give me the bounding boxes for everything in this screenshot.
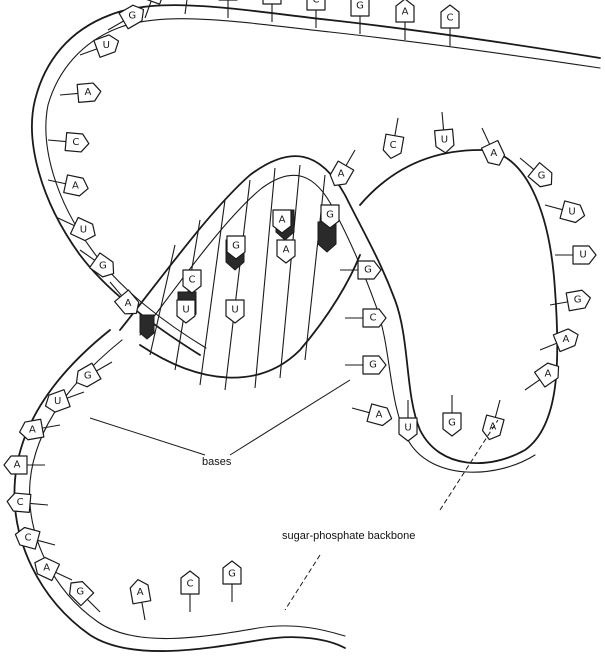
svg-text:U: U xyxy=(103,40,110,51)
svg-text:C: C xyxy=(24,532,31,543)
base-right-loop-2: U xyxy=(433,111,455,153)
svg-text:G: G xyxy=(369,360,377,371)
base-top-strand-1: U xyxy=(176,0,200,15)
svg-text:U: U xyxy=(54,396,61,407)
base-helix-right-0: G xyxy=(340,261,381,279)
svg-text:G: G xyxy=(84,371,92,382)
svg-text:A: A xyxy=(283,245,290,256)
svg-text:G: G xyxy=(326,210,334,221)
svg-text:U: U xyxy=(182,305,189,316)
base-lower-loop-2: A xyxy=(18,416,62,441)
base-right-loop-3: A xyxy=(474,124,508,169)
helix-right-bases: G C G A U G A xyxy=(340,261,509,442)
svg-text:A: A xyxy=(72,180,79,191)
base-left-loop-3: C xyxy=(47,131,89,153)
base-helix-inner-4: U xyxy=(226,300,244,323)
base-lower-loop-4: C xyxy=(6,492,48,514)
svg-text:A: A xyxy=(137,587,144,598)
base-helix-right-6: A xyxy=(481,398,509,442)
svg-text:C: C xyxy=(447,13,454,24)
svg-text:A: A xyxy=(125,298,132,309)
svg-text:U: U xyxy=(231,305,238,316)
svg-text:A: A xyxy=(402,7,409,18)
svg-text:C: C xyxy=(390,140,397,151)
base-lower-loop-9: C xyxy=(181,571,199,612)
helix-inner-bases: C G A U U A G xyxy=(177,205,339,323)
svg-text:C: C xyxy=(313,0,320,6)
helix-rungs xyxy=(150,165,325,390)
svg-text:G: G xyxy=(364,265,372,276)
base-lower-loop-6: A xyxy=(31,555,76,589)
svg-text:C: C xyxy=(189,275,196,286)
svg-text:A: A xyxy=(84,87,91,98)
base-lower-loop-1: U xyxy=(42,384,87,415)
svg-text:C: C xyxy=(72,137,79,148)
base-helix-right-1: C xyxy=(345,309,386,327)
base-left-loop-4: A xyxy=(46,171,90,197)
svg-text:G: G xyxy=(76,587,84,598)
base-right-loop-6: U xyxy=(555,246,596,264)
base-lower-loop-3: A xyxy=(4,456,45,474)
backbone-label: sugar-phosphate backbone xyxy=(282,530,415,542)
base-lower-loop-8: A xyxy=(129,578,154,622)
base-helix-inner-3: U xyxy=(177,300,195,323)
svg-text:G: G xyxy=(128,10,136,21)
bases-label: bases xyxy=(202,456,231,468)
base-helix-right-2: G xyxy=(345,356,386,374)
base-helix-right-4: U xyxy=(399,400,417,441)
base-left-loop-7: A xyxy=(103,276,143,319)
base-top-strand-7: C xyxy=(441,5,459,46)
svg-text:A: A xyxy=(14,460,21,471)
svg-text:G: G xyxy=(574,295,582,306)
svg-text:A: A xyxy=(563,334,570,345)
svg-text:A: A xyxy=(43,563,50,574)
svg-text:A: A xyxy=(376,410,383,421)
base-right-loop-1: C xyxy=(382,116,407,160)
svg-text:C: C xyxy=(187,579,194,590)
backbone-strand-lower xyxy=(14,330,345,651)
base-helix-inner-5: A xyxy=(277,240,295,263)
base-right-loop-0: A xyxy=(327,146,363,191)
base-left-loop-2: A xyxy=(59,82,101,104)
svg-text:G: G xyxy=(232,241,240,252)
svg-text:A: A xyxy=(338,169,345,180)
svg-text:G: G xyxy=(448,418,456,429)
svg-text:U: U xyxy=(579,250,586,261)
base-lower-loop-0: G xyxy=(72,354,117,390)
base-helix-right-3: A xyxy=(350,399,394,427)
left-loop-bases: G U A C A U G A xyxy=(46,2,148,319)
svg-text:A: A xyxy=(489,422,496,433)
base-helix-inner-0: C xyxy=(183,270,201,293)
svg-text:U: U xyxy=(568,207,575,218)
svg-text:C: C xyxy=(370,313,377,324)
base-top-strand-3: G xyxy=(263,0,281,22)
bases-leader-left xyxy=(90,418,205,455)
right-loop-bases: A C U A G U U G A A xyxy=(327,111,596,397)
svg-text:C: C xyxy=(17,497,24,508)
svg-text:G: G xyxy=(99,261,107,272)
base-lower-loop-10: G xyxy=(223,561,241,602)
base-top-strand-4: C xyxy=(307,0,325,28)
bases-leader-right xyxy=(230,380,350,455)
svg-text:A: A xyxy=(29,424,36,435)
base-top-strand-6: A xyxy=(396,0,414,40)
svg-text:U: U xyxy=(404,423,411,434)
svg-text:A: A xyxy=(545,368,552,379)
backbone-strand-cross xyxy=(140,255,360,378)
svg-text:A: A xyxy=(279,215,286,226)
svg-text:A: A xyxy=(490,148,497,159)
svg-text:U: U xyxy=(441,134,448,145)
svg-text:U: U xyxy=(80,224,87,235)
top-strand-bases: GUAGCGAC xyxy=(137,0,459,46)
svg-text:G: G xyxy=(228,569,236,580)
svg-text:G: G xyxy=(356,1,364,12)
base-right-loop-5: U xyxy=(543,196,587,224)
backbone-leader-lower xyxy=(285,555,320,610)
base-lower-loop-5: C xyxy=(13,526,57,554)
svg-text:G: G xyxy=(538,170,546,181)
base-top-strand-5: G xyxy=(351,0,369,34)
base-right-loop-8: A xyxy=(537,326,582,358)
base-helix-right-5: G xyxy=(443,395,461,436)
